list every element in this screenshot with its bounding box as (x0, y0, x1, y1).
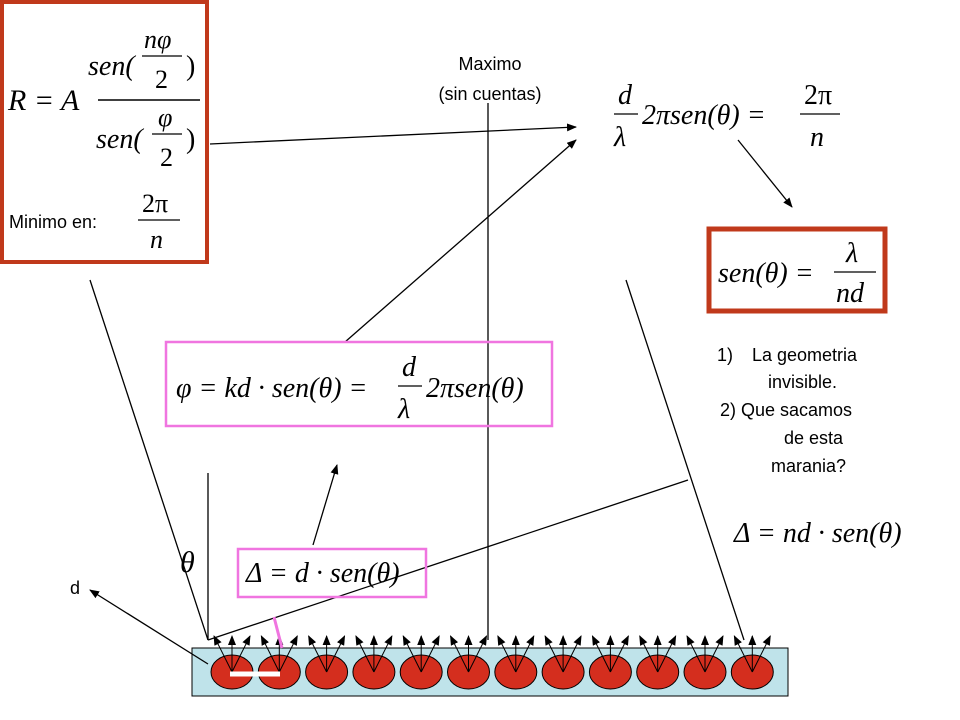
svg-text:n: n (810, 122, 824, 153)
emission-arrow (733, 635, 753, 673)
emission-arrow (373, 635, 393, 673)
svg-text:2: 2 (155, 65, 168, 94)
emission-arrow (591, 635, 611, 673)
arrow-delta-to-phi (312, 464, 339, 546)
emission-arrow (751, 635, 771, 673)
svg-text:2: 2 (160, 143, 173, 172)
emission-arrow (686, 635, 706, 673)
emission-arrow (515, 635, 535, 673)
svg-text:): ) (186, 124, 195, 155)
emission-arrow (544, 635, 564, 673)
emission-arrow (609, 635, 629, 673)
arrow-d (89, 589, 209, 665)
svg-text:2π: 2π (804, 80, 832, 111)
emission-arrow (639, 635, 659, 673)
svg-text:2πsen(θ): 2πsen(θ) (426, 373, 524, 404)
svg-text:La geometria: La geometria (752, 345, 858, 365)
svg-text:sen(θ) =: sen(θ) = (718, 258, 814, 289)
emission-arrow (260, 635, 280, 673)
emission-arrow (450, 635, 469, 673)
svg-text:2) Que sacamos: 2) Que sacamos (720, 400, 852, 420)
formula-sen-theta: sen(θ) = λ nd (718, 238, 876, 309)
svg-text:d: d (402, 352, 417, 383)
svg-text:n: n (150, 225, 163, 254)
emission-arrow (420, 635, 440, 673)
arrow-max-to-sen (737, 139, 793, 208)
emission-arrow (704, 635, 724, 673)
svg-text:R = A: R = A (7, 84, 80, 117)
formula-delta-d: Δ = d · sen(θ) (245, 558, 400, 589)
svg-text:λ: λ (845, 238, 858, 269)
svg-text:marania?: marania? (771, 456, 846, 476)
svg-text:φ: φ (158, 103, 172, 132)
maximo-sublabel: (sin cuentas) (438, 84, 541, 104)
formula-delta-nd: Δ = nd · sen(θ) (733, 518, 902, 549)
arrow-phi-to-max (344, 139, 577, 343)
pink-box-delta (236, 547, 428, 599)
emission-arrow (231, 635, 251, 673)
svg-text:sen(: sen( (96, 124, 144, 155)
pink-link (272, 616, 284, 649)
formula-minimo: 2π n (138, 189, 180, 254)
emission-arrow (562, 635, 582, 673)
theta-label: θ (180, 546, 195, 579)
svg-text:φ = kd · sen(θ) =: φ = kd · sen(θ) = (176, 373, 367, 404)
svg-text:1): 1) (717, 345, 733, 365)
emission-arrow (213, 635, 233, 673)
ray-left (89, 279, 209, 641)
ray-right (625, 279, 745, 641)
red-box-intensity (0, 0, 209, 264)
path-difference-line (207, 479, 689, 641)
emission-arrow (468, 635, 487, 673)
svg-text:invisible.: invisible. (768, 372, 837, 392)
minimo-label: Minimo en: (9, 212, 97, 232)
emission-arrow (326, 635, 346, 673)
red-box-result (706, 226, 888, 314)
svg-text:2π: 2π (142, 189, 168, 218)
svg-text:2πsen(θ) =: 2πsen(θ) = (642, 100, 766, 131)
pink-box-phase (164, 340, 554, 428)
emission-arrow (278, 635, 298, 673)
svg-text:d: d (618, 80, 633, 111)
arrow-R-to-max (209, 123, 577, 145)
svg-text:λ: λ (397, 394, 410, 425)
svg-text:λ: λ (613, 122, 626, 153)
svg-text:de esta: de esta (784, 428, 844, 448)
emission-arrows (213, 635, 771, 673)
svg-text:nd: nd (836, 278, 865, 309)
formula-phase: φ = kd · sen(θ) = d λ 2πsen(θ) (176, 352, 524, 425)
maximo-label: Maximo (458, 54, 521, 74)
emission-arrow (402, 635, 422, 673)
formula-R: R = A sen( nφ 2 ) sen( φ 2 ) (7, 25, 200, 172)
emission-arrow (355, 635, 375, 673)
emission-arrow (308, 635, 328, 673)
question-list: 1) La geometria invisible. 2) Que sacamo… (717, 345, 858, 476)
formula-maximum: d λ 2πsen(θ) = 2π n (613, 80, 840, 153)
emission-arrow (497, 635, 517, 673)
emission-arrow (657, 635, 677, 673)
svg-text:nφ: nφ (144, 25, 171, 54)
svg-text:): ) (186, 51, 195, 82)
d-label: d (70, 578, 80, 598)
svg-text:sen(: sen( (88, 51, 136, 82)
